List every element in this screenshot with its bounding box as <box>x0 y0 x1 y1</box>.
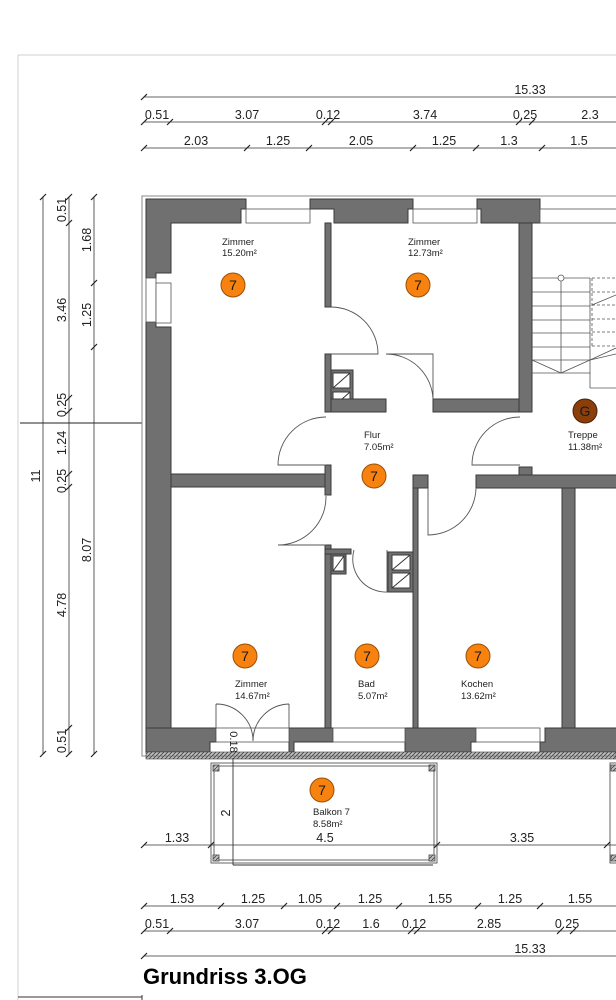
dim-left-total: 11 <box>29 469 43 482</box>
badge-label: 7 <box>474 648 482 664</box>
dim-top-r2-4: 1.3 <box>500 134 517 148</box>
dim-left-r2-1: 1.25 <box>80 303 94 327</box>
room-name: Balkon 7 <box>313 807 350 818</box>
room-bad: Bad 5.07m² 7 <box>354 643 388 702</box>
dim-bottom-r1-3: 1.25 <box>358 892 382 906</box>
dim-left-r1-2: 0.25 <box>55 393 69 417</box>
room-balkon: Balkon 7 8.58m² 7 <box>309 777 350 830</box>
top-dimensions: 15.33 0.51 3.07 0.12 3.74 0.25 2.3 2.03 … <box>140 83 616 152</box>
apartment-badge <box>361 463 387 489</box>
room-kochen: Kochen 13.62m² 7 <box>461 643 496 702</box>
insulation-strip <box>145 751 616 760</box>
staircase <box>531 274 616 389</box>
apartment-badge <box>309 777 335 803</box>
doors <box>215 306 521 742</box>
dim-bottom-r1-6: 1.55 <box>568 892 592 906</box>
dim-bottom-r2-3: 1.6 <box>362 917 379 931</box>
dim-balcony-2: 3.35 <box>510 831 534 845</box>
dim-top-r1-3: 3.74 <box>413 108 437 122</box>
dim-top-r1-1: 3.07 <box>235 108 259 122</box>
room-name: Treppe <box>568 430 598 441</box>
dim-bottom-r1-5: 1.25 <box>498 892 522 906</box>
dim-balcony-1: 4.5 <box>316 831 333 845</box>
dim-bottom-r2-5: 2.85 <box>477 917 501 931</box>
dim-left-r1-5: 4.78 <box>55 593 69 617</box>
dim-top-r2-3: 1.25 <box>432 134 456 148</box>
room-name: Zimmer <box>222 237 254 248</box>
badge-label: 7 <box>370 468 378 484</box>
badge-label: 7 <box>229 277 237 293</box>
dim-left-r1-4: 0.25 <box>55 469 69 493</box>
room-area: 14.67m² <box>235 691 270 702</box>
dim-bottom-total: 15.33 <box>514 942 545 956</box>
room-treppe: Treppe 11.38m² G <box>568 398 602 453</box>
badge-label: 7 <box>363 648 371 664</box>
dim-top-r1-0: 0.51 <box>145 108 169 122</box>
apartment-badge <box>405 272 431 298</box>
dim-top-r1-2: 0.12 <box>316 108 340 122</box>
dim-bottom-r2-4: 0.12 <box>402 917 426 931</box>
dim-bottom-r1-2: 1.05 <box>298 892 322 906</box>
room-name: Zimmer <box>235 679 267 690</box>
dim-bottom-r2-0: 0.51 <box>145 917 169 931</box>
balcony <box>210 758 616 866</box>
room-name: Zimmer <box>408 237 440 248</box>
room-area: 13.62m² <box>461 691 496 702</box>
dim-left-r1-0: 0.51 <box>55 198 69 222</box>
apartment-badge <box>465 643 491 669</box>
dim-balcony-small: 0.18 <box>227 731 239 752</box>
dim-bottom-r1-1: 1.25 <box>241 892 265 906</box>
dim-bottom-r2-2: 0.12 <box>316 917 340 931</box>
room-zimmer-1: Zimmer 15.20m² 7 <box>220 237 257 298</box>
room-name: Kochen <box>461 679 493 690</box>
dim-left-r2-0: 1.68 <box>80 228 94 252</box>
balcony-dimensions: 1.33 4.5 3.35 <box>140 831 616 849</box>
badge-label: 7 <box>241 648 249 664</box>
badge-label: G <box>580 403 591 419</box>
left-dimensions: 11 0.51 3.46 0.25 1.24 0.25 4.78 0.51 1.… <box>29 193 98 758</box>
room-flur: Flur 7.05m² 7 <box>361 430 394 489</box>
dim-top-r2-1: 1.25 <box>266 134 290 148</box>
dim-bottom-r1-4: 1.55 <box>428 892 452 906</box>
dim-balcony-0: 1.33 <box>165 831 189 845</box>
dim-top-r1-4: 0.25 <box>513 108 537 122</box>
dim-bottom-r2-1: 3.07 <box>235 917 259 931</box>
dim-left-r2-2: 8.07 <box>80 538 94 562</box>
apartment-badge <box>220 272 246 298</box>
badge-label: 7 <box>318 782 326 798</box>
common-area-badge <box>572 398 598 424</box>
dim-top-r2-5: 1.5 <box>570 134 587 148</box>
room-zimmer-3: Zimmer 14.67m² 7 <box>232 643 270 702</box>
dim-balcony-depth: 2 <box>219 809 233 816</box>
dim-top-r2-2: 2.05 <box>349 134 373 148</box>
walls <box>141 195 616 757</box>
dim-left-r1-3: 1.24 <box>55 431 69 455</box>
room-area: 11.38m² <box>568 442 602 453</box>
dim-left-r1-1: 3.46 <box>55 298 69 322</box>
dim-top-total: 15.33 <box>514 83 545 97</box>
apartment-badge <box>354 643 380 669</box>
bottom-dimensions: 1.53 1.25 1.05 1.25 1.55 1.25 1.55 0.51 … <box>140 892 616 960</box>
room-area: 7.05m² <box>364 442 394 453</box>
dim-top-r1-5: 2.3 <box>581 108 598 122</box>
badge-label: 7 <box>414 277 422 293</box>
room-area: 15.20m² <box>222 248 257 259</box>
room-area: 5.07m² <box>358 691 388 702</box>
room-zimmer-2: Zimmer 12.73m² 7 <box>405 237 443 298</box>
sheet-frame <box>17 54 616 1000</box>
dim-bottom-r2-6: 0.25 <box>555 917 579 931</box>
plan-title: Grundriss 3.OG <box>143 964 307 989</box>
apartment-badge <box>232 643 258 669</box>
room-area: 12.73m² <box>408 248 443 259</box>
room-name: Flur <box>364 430 380 441</box>
dim-left-r1-6: 0.51 <box>55 729 69 753</box>
room-name: Bad <box>358 679 375 690</box>
dim-top-r2-0: 2.03 <box>184 134 208 148</box>
room-area: 8.58m² <box>313 819 343 830</box>
dim-bottom-r1-0: 1.53 <box>170 892 194 906</box>
